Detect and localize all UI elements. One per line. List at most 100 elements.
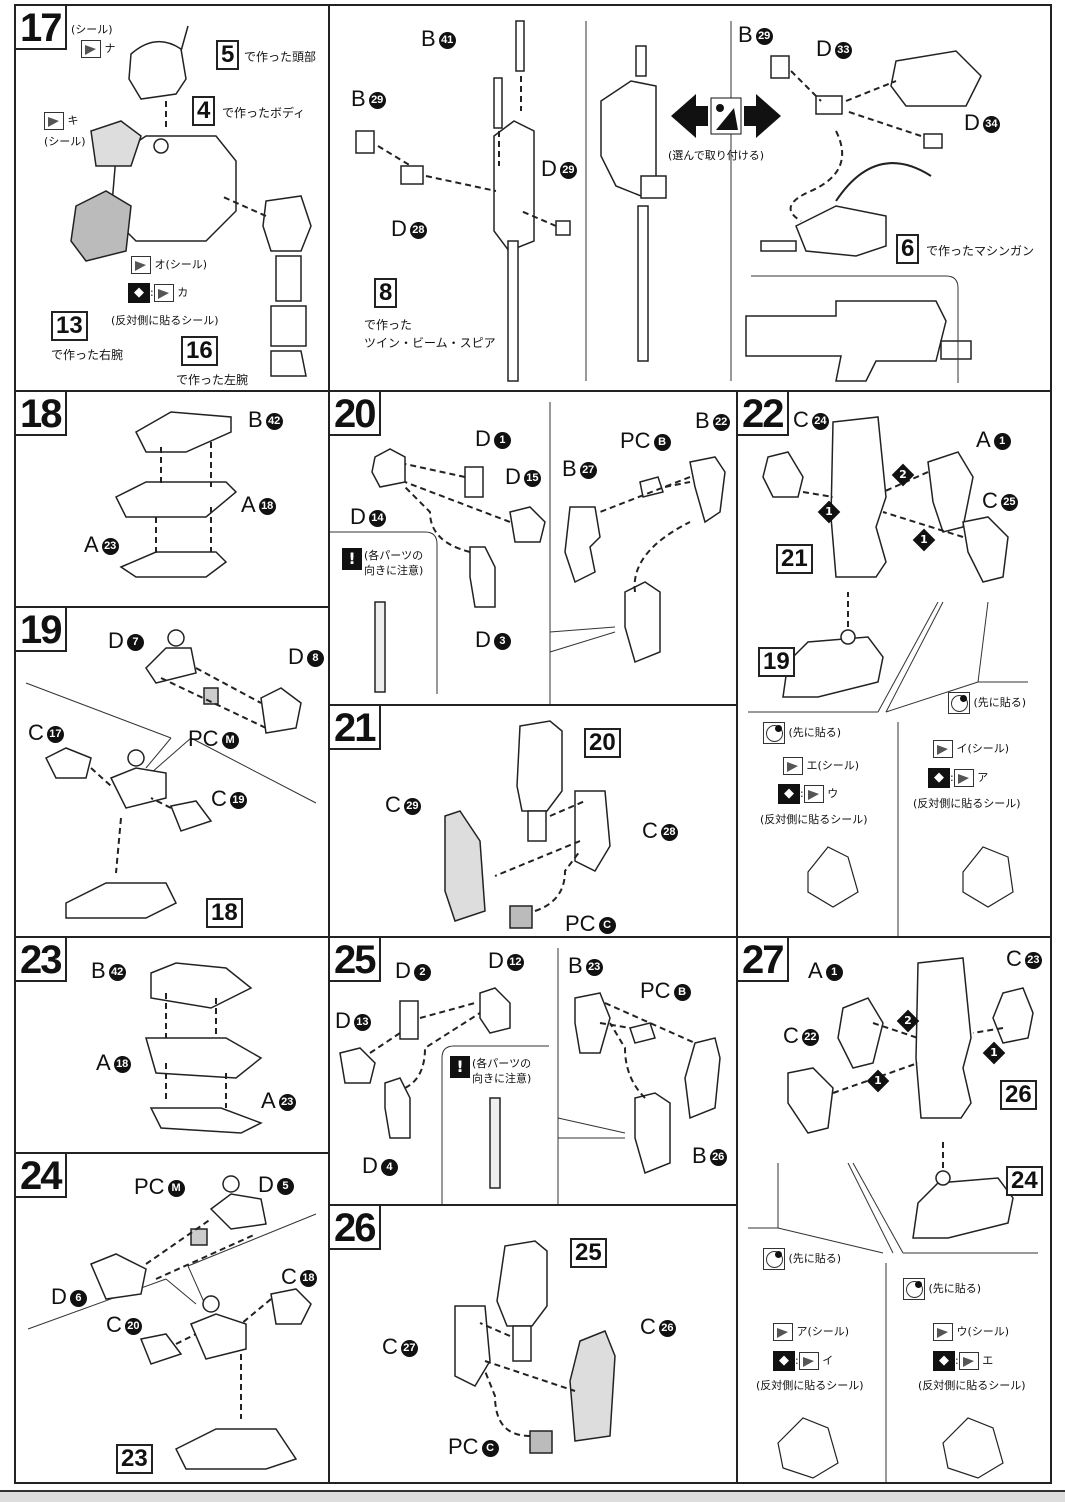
step-number: 19 (16, 608, 67, 652)
apply-first-note: (先に貼る) (763, 1248, 841, 1270)
ref-step-6-text: で作ったマシンガン (926, 244, 1035, 258)
choose-to-attach-text: (選んで取り付ける) (668, 149, 765, 162)
step-number: 20 (330, 392, 381, 436)
step-23-drawings (145, 962, 263, 1134)
sticker-icon (131, 256, 151, 274)
ref-step-26: 26 (1000, 1080, 1037, 1110)
ref-step-8-text-2: ツイン・ビーム・スピア (364, 336, 496, 350)
step-number: 27 (738, 938, 789, 982)
ref-step-19: 19 (758, 647, 795, 677)
ref-step-23: 23 (116, 1444, 153, 1474)
ref-step-21: 21 (776, 544, 813, 574)
sticker-icon (803, 785, 824, 803)
apply-first-icon (763, 722, 785, 744)
ref-step-6: 6 (896, 234, 920, 264)
sticker-icon (958, 1352, 979, 1370)
head-part-drawing (128, 25, 189, 100)
ref-step-24: 24 (1006, 1166, 1043, 1196)
caution-note: !(各パーツの向きに注意) (450, 1056, 531, 1086)
sticker-icon (798, 1352, 819, 1370)
step-number: 18 (16, 392, 67, 436)
step-18-drawings (114, 411, 238, 578)
sticker-icon (81, 40, 101, 58)
sticker-icon (153, 284, 174, 302)
sticker-icon (953, 769, 974, 787)
apply-first-note: (先に貼る) (948, 692, 1026, 714)
sticker-icon (933, 740, 953, 758)
sticker-icon (783, 757, 803, 775)
ref-step-20: 20 (584, 728, 621, 758)
mirror-seal-text: (反対側に貼るシール) (918, 1379, 1026, 1392)
mirror-seal-ka: ◆: カ (128, 283, 188, 303)
mirror-icon: ◆ (128, 283, 150, 303)
apply-first-note: (先に貼る) (763, 722, 841, 744)
mirror-seal-note: ◆: ア (928, 768, 988, 788)
step-27-drawings (748, 957, 1038, 1482)
step-17-panel: 17 (14, 4, 1052, 392)
seal-o: オ(シール) (131, 256, 207, 274)
ref-step-16-text: で作った左腕 (176, 373, 249, 387)
seal-label: (シール) (71, 23, 113, 36)
seal-note: ア(シール) (773, 1323, 849, 1341)
ref-step-13-text: で作った右腕 (51, 348, 124, 362)
ref-step-16: 16 (181, 336, 218, 366)
mirror-seal-note: ◆: エ (933, 1351, 993, 1371)
order-1-icon: 1 (982, 1041, 1006, 1065)
mirror-seal-text: (反対側に貼るシール) (111, 314, 219, 327)
warning-icon: ! (342, 548, 362, 570)
instruction-page: 17 (14, 4, 1052, 1484)
choose-arrows-icon (671, 94, 781, 138)
step-19-drawings (25, 629, 317, 919)
step-25-drawings (339, 948, 721, 1204)
sticker-icon (773, 1323, 793, 1341)
step-22-panel: 22 1 (736, 390, 1052, 938)
mirror-seal-text: (反対側に貼るシール) (760, 813, 868, 826)
step-24-drawings (27, 1175, 317, 1470)
ref-step-8-text: で作った (364, 318, 413, 332)
assembled-spear-drawing (600, 45, 667, 362)
sticker-icon (44, 112, 64, 130)
step-number: 22 (738, 392, 789, 436)
step-number: 17 (16, 6, 67, 50)
warning-icon: ! (450, 1056, 470, 1078)
ref-step-4-text: で作ったボディ (222, 106, 306, 120)
order-2-icon: 2 (896, 1009, 920, 1033)
ref-step-5: 5 (216, 40, 240, 70)
body-part-drawing (70, 120, 237, 262)
order-1-icon: 1 (817, 500, 841, 524)
step-number: 25 (330, 938, 381, 982)
left-arm-drawing (262, 195, 312, 377)
step-number: 21 (330, 706, 381, 750)
ref-step-25: 25 (570, 1238, 607, 1268)
step-26-drawings (454, 1240, 616, 1454)
